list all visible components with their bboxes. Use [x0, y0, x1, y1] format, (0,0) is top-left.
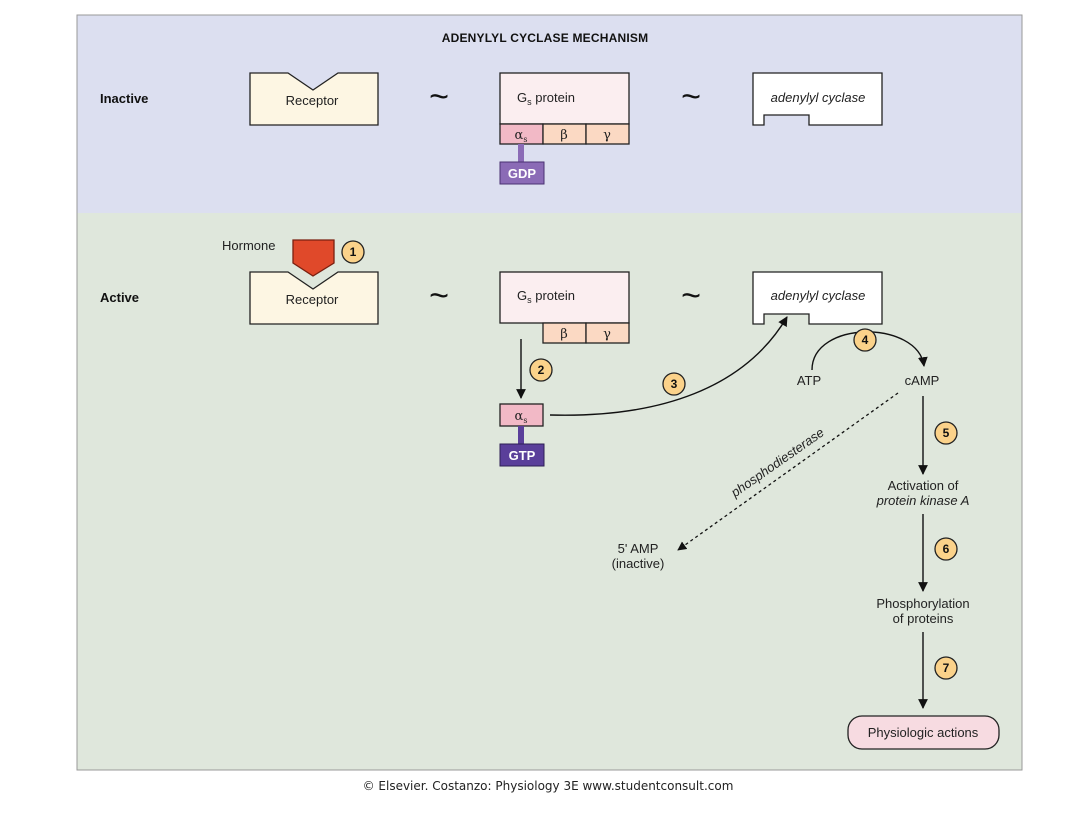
adenylyl-cyclase-active	[752, 271, 883, 325]
step-badge-3-label: 3	[671, 377, 678, 391]
pka-label-line2: protein kinase A	[876, 493, 970, 508]
gs-protein-active	[499, 271, 630, 324]
step-badge-3	[662, 372, 686, 396]
tilde-inactive-1: ~	[429, 78, 449, 116]
arrow-step-3	[549, 316, 788, 416]
gtp-label: GTP	[509, 448, 536, 463]
physiologic-actions-label: Physiologic actions	[868, 725, 979, 740]
step-badge-4-label: 4	[862, 333, 869, 347]
step-badge-4	[853, 328, 877, 352]
adenylyl-cyclase-active-label: adenylyl cyclase	[771, 288, 866, 303]
beta-subunit-inactive-label: β	[560, 128, 568, 143]
adenylyl-cyclase-inactive	[752, 72, 883, 126]
phos-label-line2: of proteins	[893, 611, 954, 626]
atp-label: ATP	[797, 373, 821, 388]
alpha-subunit-inactive-label: αs	[515, 128, 528, 144]
step-badge-6-label: 6	[943, 542, 950, 556]
tilde-active-1: ~	[429, 277, 449, 315]
gdp-label: GDP	[508, 166, 537, 181]
pka-label-line1: Activation of	[888, 478, 959, 493]
receptor-active-label: Receptor	[286, 292, 339, 307]
amp-label-line2: (inactive)	[612, 556, 665, 571]
receptor-inactive-label: Receptor	[286, 93, 339, 108]
step-badge-6	[934, 537, 958, 561]
alpha-subunit-active-label: αs	[515, 409, 528, 425]
step-badge-7-label: 7	[943, 661, 950, 675]
step-badge-2-label: 2	[538, 363, 545, 377]
adenylyl-cyclase-inactive-label: adenylyl cyclase	[771, 90, 866, 105]
diagram-border	[76, 14, 1023, 771]
gs-protein-inactive	[499, 72, 630, 125]
gtp-stem	[518, 426, 524, 444]
row-label-inactive: Inactive	[100, 91, 148, 106]
receptor-inactive	[249, 72, 379, 126]
amp-label-line1: 5' AMP	[618, 541, 659, 556]
gtp-box	[499, 443, 545, 467]
gamma-subunit-inactive-label: γ	[603, 128, 611, 143]
step-badge-5	[934, 421, 958, 445]
gamma-subunit-active-label: γ	[603, 327, 611, 342]
hormone-label: Hormone	[222, 238, 275, 253]
gamma-subunit-active	[585, 322, 630, 344]
tilde-inactive-2: ~	[681, 78, 701, 116]
step-badge-1-label: 1	[350, 245, 357, 259]
beta-subunit-active-label: β	[560, 327, 568, 342]
camp-label: cAMP	[905, 373, 940, 388]
step-badge-2	[529, 358, 553, 382]
copyright-text: © Elsevier. Costanzo: Physiology 3E www.…	[363, 779, 734, 793]
gs-protein-active-label: Gs protein	[517, 288, 575, 305]
phos-label-line1: Phosphorylation	[876, 596, 969, 611]
step-badge-5-label: 5	[943, 426, 950, 440]
step-badge-1	[341, 240, 365, 264]
gs-protein-inactive-label: Gs protein	[517, 90, 575, 107]
physiologic-actions-box	[847, 715, 1000, 750]
diagram-title: ADENYLYL CYCLASE MECHANISM	[442, 31, 649, 45]
step-badge-7	[934, 656, 958, 680]
hormone-shape	[292, 239, 335, 277]
gdp-stem	[518, 144, 524, 162]
gdp-box	[499, 161, 545, 185]
gamma-subunit-inactive	[585, 123, 630, 145]
receptor-active	[249, 271, 379, 325]
tilde-active-2: ~	[681, 277, 701, 315]
row-label-active: Active	[100, 290, 139, 305]
